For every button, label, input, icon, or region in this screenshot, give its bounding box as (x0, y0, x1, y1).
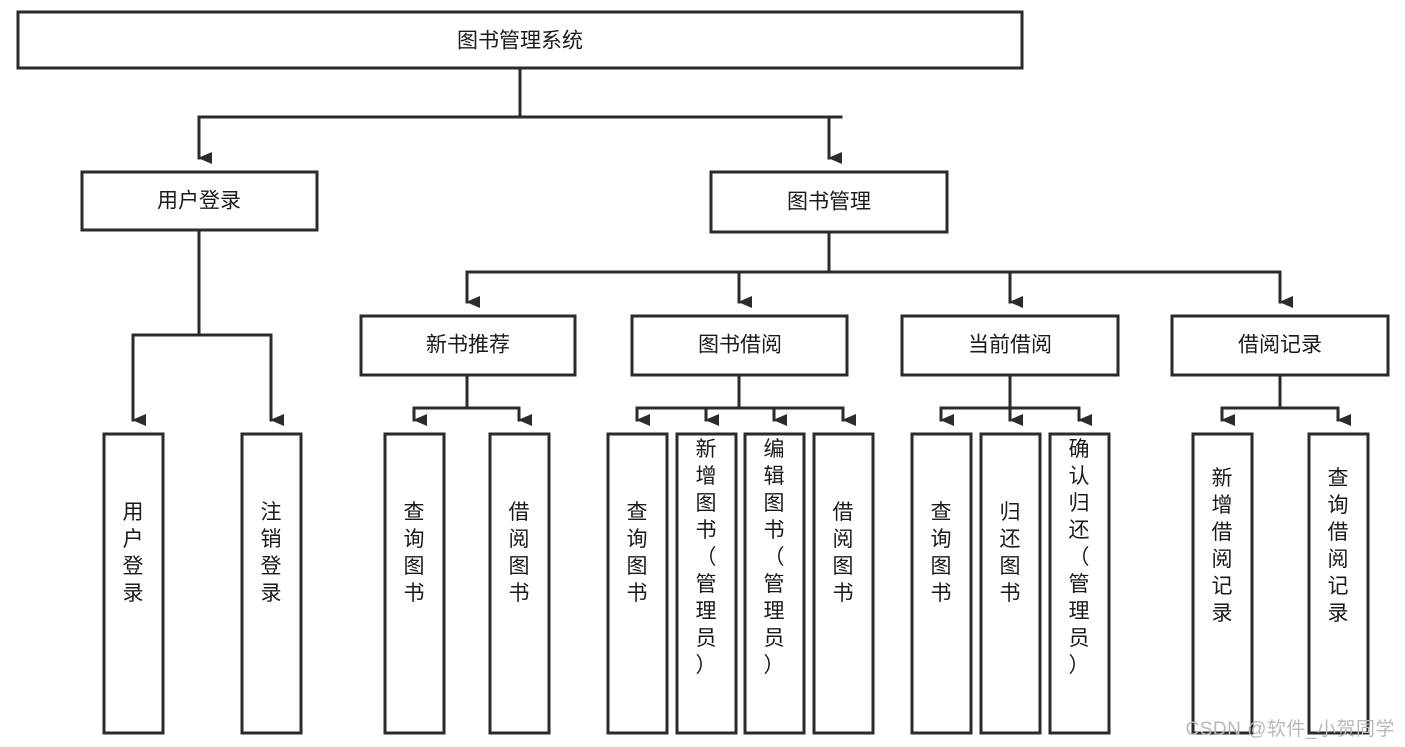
leaf-query-book-2-box[interactable] (606, 432, 669, 735)
node-book-manage-box[interactable] (709, 170, 949, 234)
connector-group-book-borrow-leaves (635, 373, 856, 426)
connector-group-current-borrow-leaves (939, 373, 1092, 426)
leaf-confirm-return-label: 确认归还（管理员） (1069, 438, 1090, 677)
leaf-node-query-book-1[interactable]: 查询图书 (383, 432, 446, 735)
leaf-node-add-record[interactable]: 新增借阅记录 (1191, 432, 1254, 735)
leaf-query-record-label: 查询借阅记录 (1328, 467, 1349, 625)
leaf-node-confirm-return[interactable]: 确认归还（管理员） (1048, 432, 1111, 735)
leaf-query-book-3-box[interactable] (910, 432, 973, 735)
leaf-node-query-record[interactable]: 查询借阅记录 (1307, 432, 1370, 735)
node-borrow-record-label: 借阅记录 (1238, 334, 1322, 357)
leaf-edit-book-label: 编辑图书（管理员） (764, 438, 785, 677)
leaf-return-book-box[interactable] (979, 432, 1042, 735)
node-root-box[interactable] (16, 10, 1024, 70)
node-current-borrow-label: 当前借阅 (968, 334, 1052, 357)
leaf-node-return-book[interactable]: 归还图书 (979, 432, 1042, 735)
node-current-borrow-box[interactable] (900, 314, 1120, 377)
leaf-node-edit-book[interactable]: 编辑图书（管理员） (743, 432, 806, 735)
leaf-borrow-book-1-label: 借阅图书 (509, 501, 530, 605)
leaf-edit-book-box[interactable] (743, 432, 806, 735)
node-book-borrow-box[interactable] (630, 314, 849, 377)
connector-group-new-book-recommend-leaves (412, 373, 532, 426)
node-book-manage-label: 图书管理 (787, 191, 871, 214)
leaf-add-book-box[interactable] (675, 432, 738, 735)
connector-group-user-login-leaves (131, 228, 284, 426)
leaf-query-book-3-label: 查询图书 (931, 501, 952, 605)
leaf-node-borrow-book-1[interactable]: 借阅图书 (488, 432, 551, 735)
node-new-book-recommend[interactable]: 新书推荐 (359, 314, 577, 377)
connector-group-borrow-record-leaves (1220, 373, 1351, 426)
node-user-login-box[interactable] (80, 170, 319, 232)
node-book-borrow[interactable]: 图书借阅 (630, 314, 849, 377)
leaf-user-login-box[interactable] (102, 432, 165, 735)
node-root[interactable]: 图书管理系统 (16, 10, 1024, 70)
leaf-logout-login-box[interactable] (240, 432, 303, 735)
leaf-node-logout-login[interactable]: 注销登录 (240, 432, 303, 735)
leaf-node-borrow-book-2[interactable]: 借阅图书 (812, 432, 875, 735)
node-user-login-label: 用户登录 (157, 190, 241, 213)
node-current-borrow[interactable]: 当前借阅 (900, 314, 1120, 377)
leaf-user-login-label: 用户登录 (123, 501, 144, 605)
leaf-confirm-return-box[interactable] (1048, 432, 1111, 735)
leaf-query-record-box[interactable] (1307, 432, 1370, 735)
leaf-add-record-box[interactable] (1191, 432, 1254, 735)
leaf-query-book-1-box[interactable] (383, 432, 446, 735)
node-root-label: 图书管理系统 (457, 30, 583, 53)
csdn-watermark: CSDN @软件_小贺同学 (1185, 719, 1395, 740)
connector-group-root-to-level1 (197, 66, 843, 164)
leaf-borrow-book-2-label: 借阅图书 (833, 501, 854, 605)
leaf-node-user-login[interactable]: 用户登录 (102, 432, 165, 735)
leaf-node-query-book-3[interactable]: 查询图书 (910, 432, 973, 735)
node-new-book-recommend-label: 新书推荐 (426, 334, 510, 357)
node-borrow-record-box[interactable] (1170, 314, 1390, 377)
node-borrow-record[interactable]: 借阅记录 (1170, 314, 1390, 377)
node-book-borrow-label: 图书借阅 (698, 334, 782, 357)
leaf-add-book-label: 新增图书（管理员） (696, 438, 717, 677)
leaf-query-book-2-label: 查询图书 (627, 501, 648, 605)
node-book-manage[interactable]: 图书管理 (709, 170, 949, 234)
node-user-login[interactable]: 用户登录 (80, 170, 319, 232)
leaf-query-book-1-label: 查询图书 (404, 501, 425, 605)
leaf-add-record-label: 新增借阅记录 (1212, 467, 1233, 625)
leaf-node-query-book-2[interactable]: 查询图书 (606, 432, 669, 735)
leaf-borrow-book-2-box[interactable] (812, 432, 875, 735)
leaf-node-add-book[interactable]: 新增图书（管理员） (675, 432, 738, 735)
connector-group-book-manage-to-level2 (465, 230, 1293, 308)
leaf-logout-login-label: 注销登录 (261, 501, 282, 605)
leaf-return-book-label: 归还图书 (1000, 501, 1021, 605)
leaf-borrow-book-1-box[interactable] (488, 432, 551, 735)
node-new-book-recommend-box[interactable] (359, 314, 577, 377)
